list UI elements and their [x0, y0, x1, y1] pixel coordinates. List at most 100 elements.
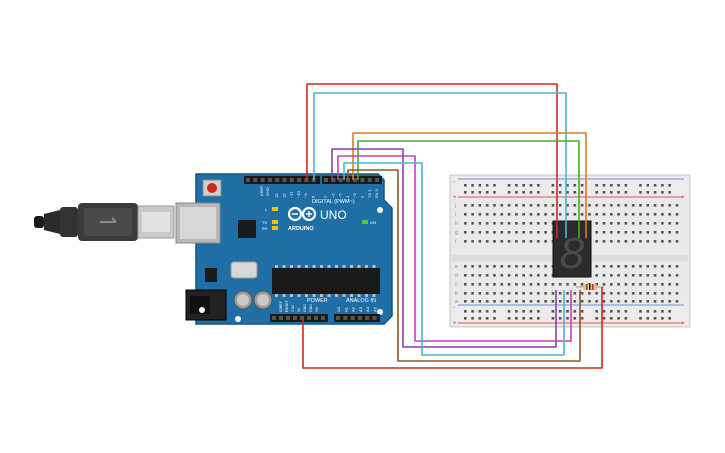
breadboard-hole[interactable]	[522, 213, 525, 216]
breadboard-hole[interactable]	[631, 300, 635, 303]
breadboard-hole[interactable]	[493, 213, 496, 216]
breadboard-hole[interactable]	[602, 274, 606, 277]
breadboard-hole[interactable]	[580, 310, 584, 313]
breadboard-hole[interactable]	[515, 265, 518, 268]
breadboard-hole[interactable]	[515, 283, 518, 286]
breadboard-hole[interactable]	[624, 191, 628, 194]
breadboard-hole[interactable]	[522, 292, 525, 295]
breadboard-hole[interactable]	[646, 191, 650, 194]
breadboard-hole[interactable]	[668, 292, 671, 295]
breadboard-hole[interactable]	[478, 240, 482, 243]
breadboard-hole[interactable]	[661, 231, 664, 234]
breadboard-hole[interactable]	[639, 204, 642, 207]
breadboard-hole[interactable]	[522, 317, 525, 320]
breadboard-hole[interactable]	[507, 283, 511, 286]
breadboard-hole[interactable]	[595, 204, 598, 207]
breadboard-hole[interactable]	[544, 213, 547, 216]
breadboard-hole[interactable]	[522, 231, 525, 234]
breadboard-hole[interactable]	[602, 283, 606, 286]
breadboard-hole[interactable]	[610, 274, 613, 277]
breadboard-hole[interactable]	[500, 300, 504, 303]
breadboard-hole[interactable]	[500, 240, 504, 243]
breadboard-hole[interactable]	[485, 274, 489, 277]
breadboard-hole[interactable]	[507, 204, 511, 207]
breadboard-hole[interactable]	[580, 213, 584, 216]
wire-purple[interactable]	[331, 148, 557, 348]
header-hole[interactable]	[246, 178, 250, 182]
header-hole[interactable]	[260, 178, 265, 182]
breadboard-hole[interactable]	[661, 191, 664, 194]
breadboard-hole[interactable]	[675, 240, 679, 243]
breadboard-hole[interactable]	[675, 265, 679, 268]
breadboard-hole[interactable]	[493, 283, 496, 286]
header-hole[interactable]	[267, 178, 272, 182]
breadboard-hole[interactable]	[624, 204, 628, 207]
breadboard-hole[interactable]	[493, 231, 496, 234]
breadboard-hole[interactable]	[522, 191, 525, 194]
breadboard-hole[interactable]	[602, 292, 606, 295]
breadboard-hole[interactable]	[566, 292, 569, 295]
breadboard-hole[interactable]	[464, 213, 467, 216]
breadboard-hole[interactable]	[617, 317, 620, 320]
breadboard-hole[interactable]	[544, 231, 547, 234]
breadboard-hole[interactable]	[617, 283, 620, 286]
breadboard-hole[interactable]	[566, 191, 569, 194]
breadboard-hole[interactable]	[529, 265, 533, 268]
breadboard-hole[interactable]	[675, 274, 679, 277]
breadboard-hole[interactable]	[588, 204, 591, 207]
breadboard-hole[interactable]	[653, 213, 657, 216]
breadboard-hole[interactable]	[653, 265, 657, 268]
breadboard-hole[interactable]	[507, 317, 511, 320]
breadboard-hole[interactable]	[558, 300, 562, 303]
breadboard-hole[interactable]	[522, 204, 525, 207]
breadboard-hole[interactable]	[624, 317, 628, 320]
breadboard-hole[interactable]	[537, 283, 540, 286]
breadboard-hole[interactable]	[537, 213, 540, 216]
header-hole[interactable]	[307, 316, 311, 320]
wire-cyan-mid[interactable]	[343, 162, 565, 356]
breadboard-hole[interactable]	[653, 184, 657, 187]
breadboard-hole[interactable]	[537, 240, 540, 243]
breadboard-hole[interactable]	[485, 213, 489, 216]
breadboard-hole[interactable]	[646, 292, 650, 295]
breadboard-hole[interactable]	[653, 274, 657, 277]
breadboard-hole[interactable]	[529, 310, 533, 313]
breadboard-hole[interactable]	[478, 184, 482, 187]
breadboard-hole[interactable]	[515, 317, 518, 320]
breadboard-hole[interactable]	[485, 204, 489, 207]
breadboard-hole[interactable]	[558, 310, 562, 313]
breadboard-hole[interactable]	[485, 300, 489, 303]
breadboard-hole[interactable]	[544, 283, 547, 286]
breadboard-hole[interactable]	[493, 292, 496, 295]
breadboard-hole[interactable]	[631, 240, 635, 243]
breadboard-hole[interactable]	[661, 292, 664, 295]
breadboard-hole[interactable]	[551, 184, 555, 187]
breadboard-hole[interactable]	[653, 231, 657, 234]
breadboard-hole[interactable]	[493, 191, 496, 194]
breadboard-hole[interactable]	[668, 191, 671, 194]
breadboard-hole[interactable]	[493, 222, 496, 225]
breadboard-hole[interactable]	[478, 292, 482, 295]
header-hole[interactable]	[275, 178, 280, 182]
breadboard-hole[interactable]	[639, 240, 642, 243]
breadboard-hole[interactable]	[566, 300, 569, 303]
breadboard-hole[interactable]	[602, 310, 606, 313]
breadboard-hole[interactable]	[493, 265, 496, 268]
header-hole[interactable]	[300, 316, 304, 320]
breadboard-hole[interactable]	[566, 310, 569, 313]
breadboard-hole[interactable]	[602, 184, 606, 187]
breadboard-hole[interactable]	[668, 310, 671, 313]
breadboard-hole[interactable]	[675, 283, 679, 286]
breadboard-hole[interactable]	[661, 317, 664, 320]
breadboard-hole[interactable]	[602, 222, 606, 225]
breadboard-hole[interactable]	[522, 265, 525, 268]
breadboard-hole[interactable]	[478, 231, 482, 234]
breadboard-hole[interactable]	[522, 300, 525, 303]
breadboard-hole[interactable]	[471, 222, 474, 225]
breadboard-hole[interactable]	[646, 184, 650, 187]
header-hole[interactable]	[375, 178, 380, 182]
breadboard-hole[interactable]	[602, 191, 606, 194]
breadboard-hole[interactable]	[661, 240, 664, 243]
breadboard-hole[interactable]	[471, 191, 474, 194]
breadboard-hole[interactable]	[537, 204, 540, 207]
